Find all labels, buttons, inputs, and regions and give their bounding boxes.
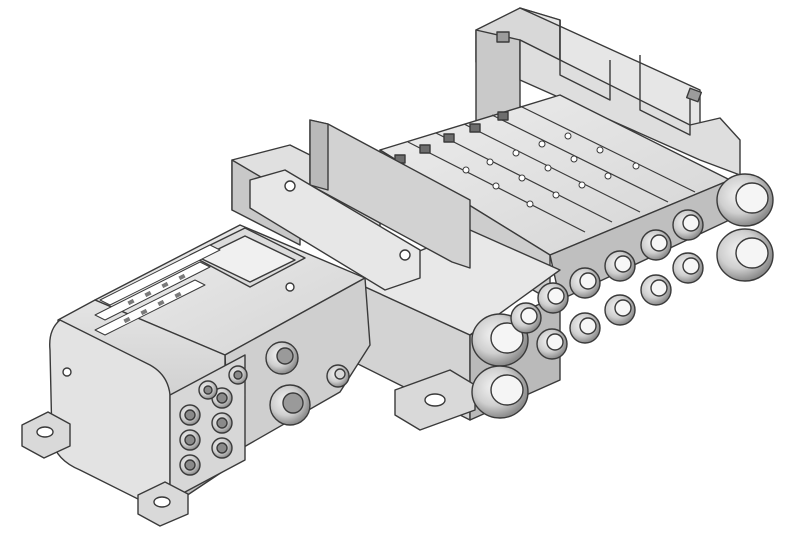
controller-module <box>49 224 371 507</box>
cover-plate <box>249 119 471 291</box>
fitting-large <box>471 313 529 367</box>
m12-connector <box>211 437 233 459</box>
m12-connector <box>179 454 201 476</box>
fitting-small <box>569 267 601 299</box>
fitting-large <box>716 228 774 282</box>
fitting-small <box>640 229 672 261</box>
fitting-large <box>471 365 529 419</box>
m12-connector <box>179 404 201 426</box>
m12-connector <box>211 412 233 434</box>
mounting-foot <box>137 481 189 527</box>
connector-panel <box>169 354 248 501</box>
fitting-large <box>716 173 774 227</box>
fitting-small <box>604 294 636 326</box>
fitting-small <box>672 252 704 284</box>
fitting-small <box>640 274 672 306</box>
mounting-foot <box>21 411 71 459</box>
power-connector <box>269 384 311 426</box>
fitting-small <box>537 282 569 314</box>
fitting-small <box>510 302 542 334</box>
m12-connector <box>179 429 201 451</box>
large-port-fittings <box>471 173 774 419</box>
fitting-small <box>604 250 636 282</box>
power-connectors <box>265 341 350 426</box>
fitting-small <box>536 328 568 360</box>
valve-port-fittings <box>510 209 704 360</box>
fitting-small <box>569 312 601 344</box>
m12-connector <box>198 380 218 400</box>
fitting-small <box>672 209 704 241</box>
small-knob <box>326 364 350 388</box>
m12-connector <box>228 365 248 385</box>
mounting-feet <box>21 411 189 527</box>
power-connector <box>265 341 299 375</box>
